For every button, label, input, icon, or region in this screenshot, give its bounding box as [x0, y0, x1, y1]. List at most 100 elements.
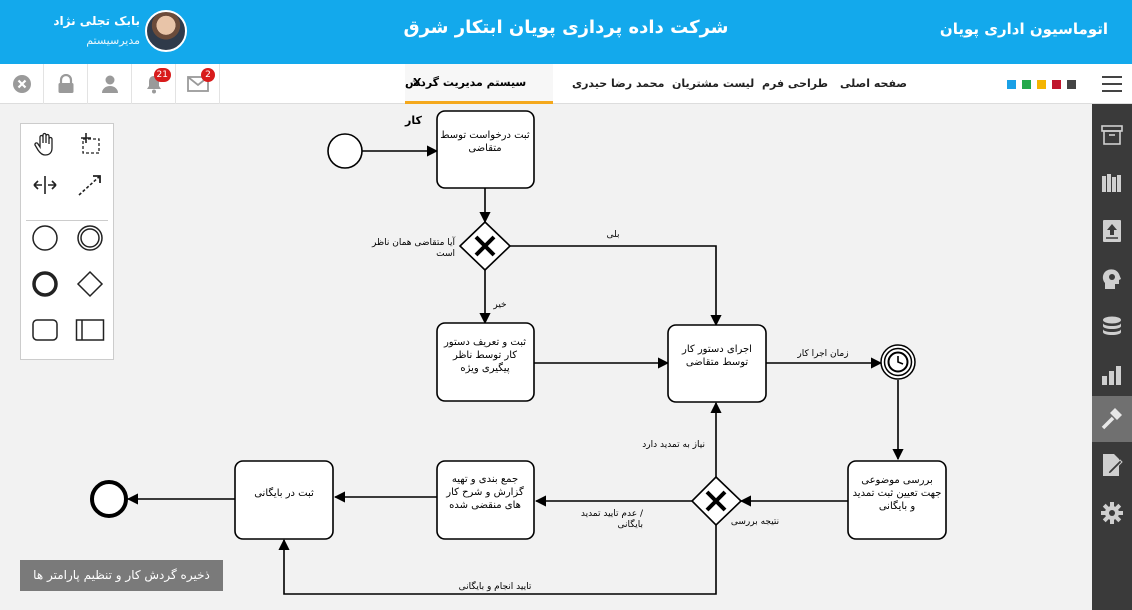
- nav-bar: 21 2 X سیستم مدیریت گردش کار محمد رضا حی…: [0, 64, 1132, 127]
- theme-swatch-red[interactable]: [1052, 80, 1061, 89]
- head-gear-icon[interactable]: [1092, 256, 1132, 302]
- save-workflow-button[interactable]: ذخیره گردش کار و تنظیم پارامتر ها: [20, 560, 223, 591]
- text-line: توسط متقاضی: [686, 357, 749, 368]
- hand-tool-icon[interactable]: [28, 127, 62, 161]
- task-tool-icon[interactable]: [28, 313, 62, 347]
- right-sidebar: [1092, 104, 1132, 610]
- user-profile[interactable]: بابک تجلی نژاد مدیرسیستم: [40, 10, 190, 54]
- connect-tool-icon[interactable]: [73, 168, 107, 202]
- company-title: شرکت داده پردازی پویان ابتکار شرق: [403, 17, 729, 38]
- end-event[interactable]: [90, 480, 128, 518]
- tab-customer-list[interactable]: لیست مشتریان: [672, 77, 755, 90]
- user-icon[interactable]: [88, 64, 132, 104]
- text-line: خیر: [492, 300, 506, 310]
- tool-palette: [20, 123, 114, 360]
- text-line: بررسی موضوعی: [861, 475, 933, 486]
- task-label: ثبت در بایگانی: [254, 487, 314, 499]
- text-line: آیا متقاضی همان ناظر: [371, 236, 455, 248]
- tab-label: سیستم مدیریت گردش کار: [405, 76, 527, 127]
- top-header: اتوماسیون اداری پویان شرکت داده پردازی پ…: [0, 0, 1132, 64]
- text-line: ثبت و تعریف دستور: [443, 337, 526, 348]
- text-line: نتیجه بررسی: [731, 517, 779, 527]
- task-archive[interactable]: ثبت در بایگانی: [234, 460, 334, 540]
- text-line: نیاز به تمدید دارد: [642, 440, 705, 450]
- theme-swatch-yellow[interactable]: [1037, 80, 1046, 89]
- menu-icon[interactable]: [1102, 76, 1122, 92]
- notifications-badge: 21: [153, 68, 171, 82]
- close-circle-icon[interactable]: [0, 64, 44, 104]
- gateway-exclusive[interactable]: [458, 220, 512, 272]
- app-title: اتوماسیون اداری پویان: [939, 20, 1108, 38]
- flow-label-run-time: زمان اجرا کار: [796, 349, 848, 359]
- text-line: پیگیری ویژه: [460, 362, 509, 374]
- tab-home[interactable]: صفحه اصلی: [840, 77, 907, 90]
- mail-icon[interactable]: 2: [176, 64, 220, 104]
- pool-tool-icon[interactable]: [73, 313, 107, 347]
- text-line: بلی: [607, 230, 620, 240]
- flow-label-approve-archive: تایید انجام و بایگانی: [459, 580, 532, 592]
- tab-workflow-system[interactable]: X سیستم مدیریت گردش کار: [405, 64, 553, 127]
- gateway-tool-icon[interactable]: [73, 267, 107, 301]
- text-line: عدم تایید تمدید /: [581, 509, 644, 519]
- start-event-tool-icon[interactable]: [28, 221, 62, 255]
- task-label: اجرای دستور کار توسط متقاضی: [681, 344, 752, 368]
- task-execute-order[interactable]: اجرای دستور کار توسط متقاضی: [667, 324, 767, 403]
- books-icon[interactable]: [1092, 160, 1132, 206]
- edit-doc-icon[interactable]: [1092, 442, 1132, 488]
- text-line: تایید انجام و بایگانی: [459, 580, 532, 592]
- bell-icon[interactable]: 21: [132, 64, 176, 104]
- flow-label-needs-extension: نیاز به تمدید دارد: [642, 440, 705, 450]
- space-tool-icon[interactable]: [28, 168, 62, 202]
- text-line: کار توسط ناظر: [452, 350, 517, 361]
- settings-icon[interactable]: [1092, 490, 1132, 536]
- text-line: جمع بندی و تهیه: [452, 474, 518, 485]
- user-name: بابک تجلی نژاد: [53, 14, 140, 28]
- theme-swatch-dark[interactable]: [1067, 80, 1076, 89]
- database-icon[interactable]: [1092, 304, 1132, 350]
- text-line: های منقضی شده: [449, 500, 521, 511]
- tab-form-design[interactable]: طراحی فرم: [762, 77, 828, 90]
- lock-icon[interactable]: [44, 64, 88, 104]
- text-line: اجرای دستور کار: [681, 344, 752, 355]
- messages-badge: 2: [201, 68, 215, 82]
- text-line: ثبت در بایگانی: [254, 487, 314, 499]
- upload-book-icon[interactable]: [1092, 208, 1132, 254]
- flow-label-no: خیر: [492, 300, 506, 310]
- text-line: است: [436, 249, 455, 259]
- text-line: متقاضی: [468, 143, 501, 154]
- gateway-exclusive[interactable]: [690, 475, 743, 527]
- chart-icon[interactable]: [1092, 352, 1132, 398]
- start-event[interactable]: [327, 133, 363, 169]
- user-role: مدیرسیستم: [86, 34, 140, 47]
- lasso-tool-icon[interactable]: [73, 127, 107, 161]
- timer-event[interactable]: [880, 344, 916, 380]
- text-line: و بایگانی: [879, 500, 915, 512]
- end-event-tool-icon[interactable]: [28, 267, 62, 301]
- text-line: زمان اجرا کار: [796, 349, 848, 359]
- flow-label-yes: بلی: [607, 230, 620, 240]
- flow-gw2-t6[interactable]: [278, 525, 717, 595]
- intermediate-event-tool-icon[interactable]: [73, 221, 107, 255]
- theme-swatch-blue[interactable]: [1007, 80, 1016, 89]
- text-line: جهت تعیین ثبت تمدید: [853, 488, 942, 499]
- flow-label-not-approved: عدم تایید تمدید /بایگانی: [581, 509, 644, 530]
- text-line: بایگانی: [618, 518, 643, 530]
- avatar[interactable]: [145, 10, 187, 52]
- archive-icon[interactable]: [1092, 112, 1132, 158]
- flow-gw1-yes[interactable]: [510, 245, 722, 327]
- hammer-icon[interactable]: [1092, 396, 1132, 442]
- text-line: گزارش و شرح کار: [445, 486, 524, 498]
- theme-swatch-green[interactable]: [1022, 80, 1031, 89]
- tab-mohammadreza[interactable]: محمد رضا حیدری: [572, 77, 665, 90]
- tab-close-icon[interactable]: X: [413, 76, 422, 89]
